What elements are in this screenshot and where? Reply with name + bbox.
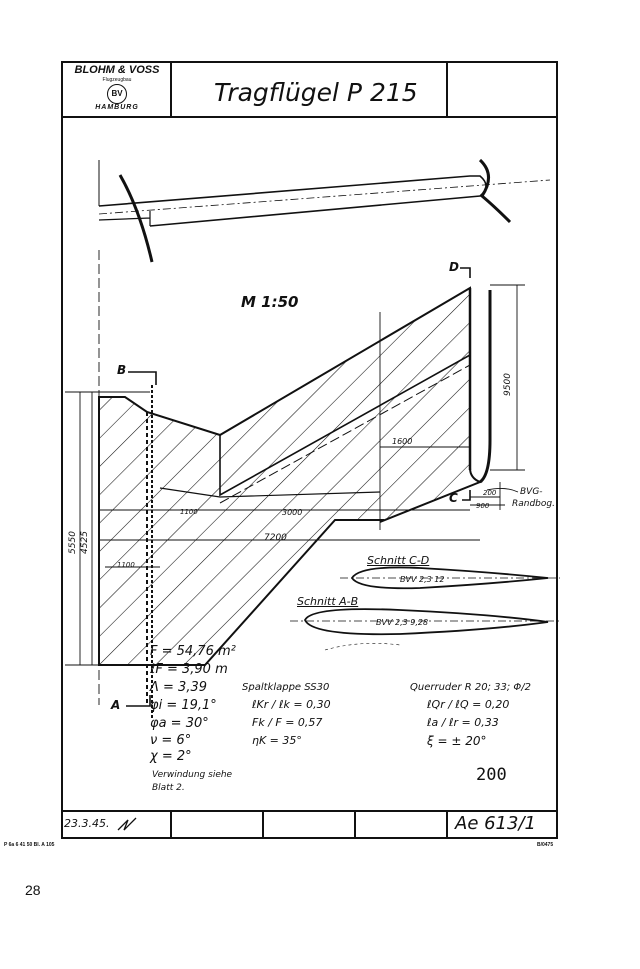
print-code-right: B/0475 [537,842,554,848]
footer-block-divider [61,810,558,812]
firm-logo: BV [107,84,127,104]
spar-lines [146,288,492,705]
footer-block-divider [354,810,356,839]
wing-spar-side-view [98,158,551,263]
drawing-number: Ae 613/1 [455,813,536,834]
spec-xi: ξ = ± 20° [427,734,487,748]
dimension-lines [65,250,525,705]
drawing-title: Tragflügel P 215 [214,78,418,107]
spec-querruder: Querruder R 20; 33; Φ/2 [410,682,531,693]
page-number: 28 [25,882,41,898]
dim-1600: 1600 [392,437,413,446]
profile-cd-label: BVV 2,3 12 [400,575,445,584]
scale-label: M 1:50 [241,293,299,311]
profile-ab-label: BVV 2,3 9,28 [376,618,429,627]
spec-aspect-ratio: Λ = 3,39 [150,680,207,695]
title-block-divider [170,61,172,117]
dim-3000: 3000 [282,508,303,517]
spec-fk: Fk / F = 0,57 [252,716,323,729]
firm-logo-block: BLOHM & VOSS Flugzeugbau BV HAMBURG [63,64,171,111]
title-block-divider [61,116,558,118]
section-label-b: B [117,363,127,377]
print-code: P 6a 6 41 50 Bl. A 105 [4,842,55,848]
firm-subtitle: Flugzeugbau [102,77,132,83]
profile-section-cd [340,566,560,590]
spec-lkr: ℓKr / ℓk = 0,30 [252,698,331,711]
section-label-d: D [449,260,459,274]
spec-eta: ηK = 35° [252,734,302,747]
section-markers [126,267,471,720]
footer-block-divider [170,810,172,839]
firm-name: BLOHM & VOSS [74,64,160,76]
drawing-sheet [61,61,558,839]
footer-block-divider [262,810,264,839]
title-block-divider [446,61,448,117]
spec-phi-a: φa = 30° [150,716,209,731]
schnitt-ab-label: Schnitt A-B [297,595,359,608]
spec-lqr: ℓQr / ℓQ = 0,20 [427,698,510,711]
dim-200: 200 [483,489,497,497]
section-label-a: A [111,698,121,712]
spec-nu: ν = 6° [150,733,192,748]
bvg-label-2: Randbog. [512,499,555,509]
footer-block-divider [446,810,448,839]
bvg-label: BVG- [520,487,543,497]
drawing-date: 23.3.45. [64,817,110,830]
twist-note: Verwindung siehe [152,770,233,780]
spec-spaltklappe: Spaltklappe SS30 [242,682,330,693]
spec-la: ℓa / ℓr = 0,33 [427,716,499,729]
spec-kappa: χ = 2° [150,749,192,764]
spec-phi-i: φi = 19,1° [150,698,217,713]
spec-area: F = 54,76 m² [150,644,236,659]
schnitt-cd-label: Schnitt C-D [367,554,430,567]
stamp-number: 200 [476,765,507,785]
profile-section-ab [290,608,560,651]
dim-900: 900 [476,502,490,510]
twist-note-2: Blatt 2. [152,783,185,793]
wing-planform-hatched [98,286,483,666]
section-label-c: C [449,491,458,505]
firm-city: HAMBURG [95,104,139,111]
dim-7200: 7200 [264,533,287,543]
dim-1100-left: 1100 [117,561,135,569]
spec-lf: ℓF = 3,90 m [150,662,228,677]
dim-1100-top: 1100 [180,508,198,516]
